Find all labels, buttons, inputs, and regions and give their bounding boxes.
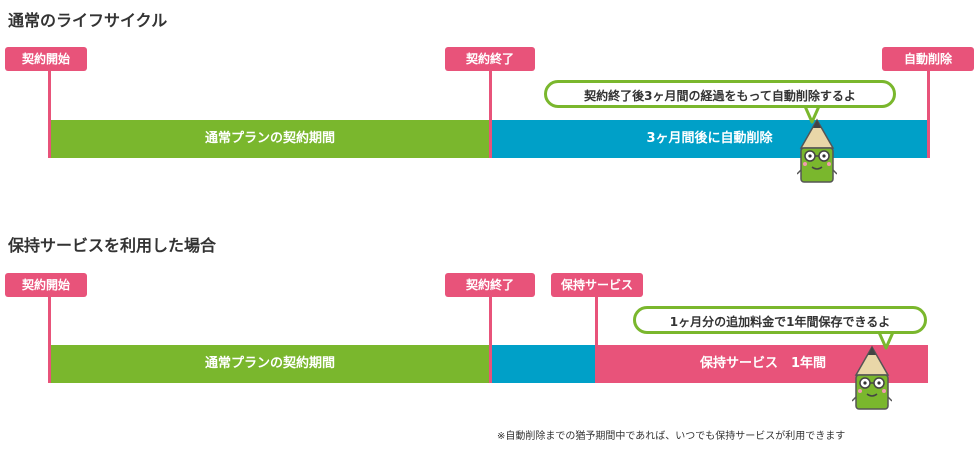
tag-retention-service: 保持サービス — [551, 273, 643, 297]
tag-contract-end: 契約終了 — [445, 47, 535, 71]
pencil-mascot-icon — [852, 345, 892, 410]
bar-grace-period: 3ヶ月間後に自動削除 — [492, 120, 927, 158]
marker-contract-end — [489, 71, 492, 158]
marker-auto-delete — [927, 71, 930, 158]
footnote: ※自動削除までの猶予期間中であれば、いつでも保持サービスが利用できます — [497, 431, 846, 442]
bar-grace-period — [492, 345, 595, 383]
section-title-normal: 通常のライフサイクル — [8, 11, 168, 30]
speech-bubble-retention: 1ヶ月分の追加料金で1年間保存できるよ — [633, 306, 927, 334]
marker-contract-end — [489, 297, 492, 383]
bar-contract-period: 通常プランの契約期間 — [51, 345, 489, 383]
pencil-mascot-icon — [797, 118, 837, 183]
marker-contract-start — [48, 297, 51, 383]
tag-contract-start: 契約開始 — [5, 47, 87, 71]
tag-contract-start: 契約開始 — [5, 273, 87, 297]
speech-bubble-normal: 契約終了後3ヶ月間の経過をもって自動削除するよ — [544, 80, 896, 108]
marker-contract-start — [48, 71, 51, 158]
bar-contract-period: 通常プランの契約期間 — [51, 120, 489, 158]
tag-contract-end: 契約終了 — [445, 273, 535, 297]
tag-auto-delete: 自動削除 — [882, 47, 974, 71]
marker-retention-service — [595, 297, 598, 383]
section-title-retention: 保持サービスを利用した場合 — [8, 236, 217, 255]
